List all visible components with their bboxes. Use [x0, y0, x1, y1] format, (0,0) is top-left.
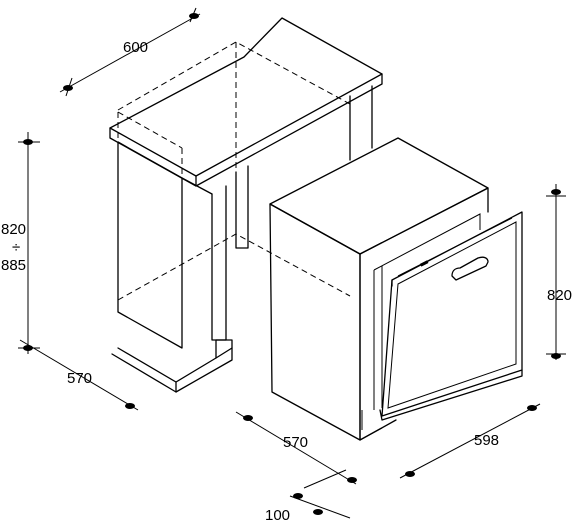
dishwasher-side	[269, 203, 361, 441]
plinth-100-label: 100	[265, 507, 291, 524]
height-820-label: 820	[1, 221, 27, 238]
dishwasher-height-820-label: 820	[547, 287, 573, 304]
cabinet-depth-570-label: 570	[67, 370, 93, 387]
door-handle	[451, 256, 489, 281]
dishwasher-depth-570-label: 570	[283, 434, 309, 451]
dishwasher-top	[269, 137, 489, 255]
dimension-lines	[18, 7, 566, 519]
kitchen-cabinet	[109, 17, 383, 393]
cabinet-side-panel	[117, 141, 183, 349]
height-885-label: 885	[1, 257, 27, 274]
range-symbol: ÷	[12, 239, 21, 256]
width-598-label: 598	[474, 432, 500, 449]
width-600-label: 600	[123, 39, 149, 56]
dishwasher-door	[381, 211, 523, 417]
dishwasher	[269, 137, 523, 441]
dimension-terminators	[23, 13, 561, 515]
